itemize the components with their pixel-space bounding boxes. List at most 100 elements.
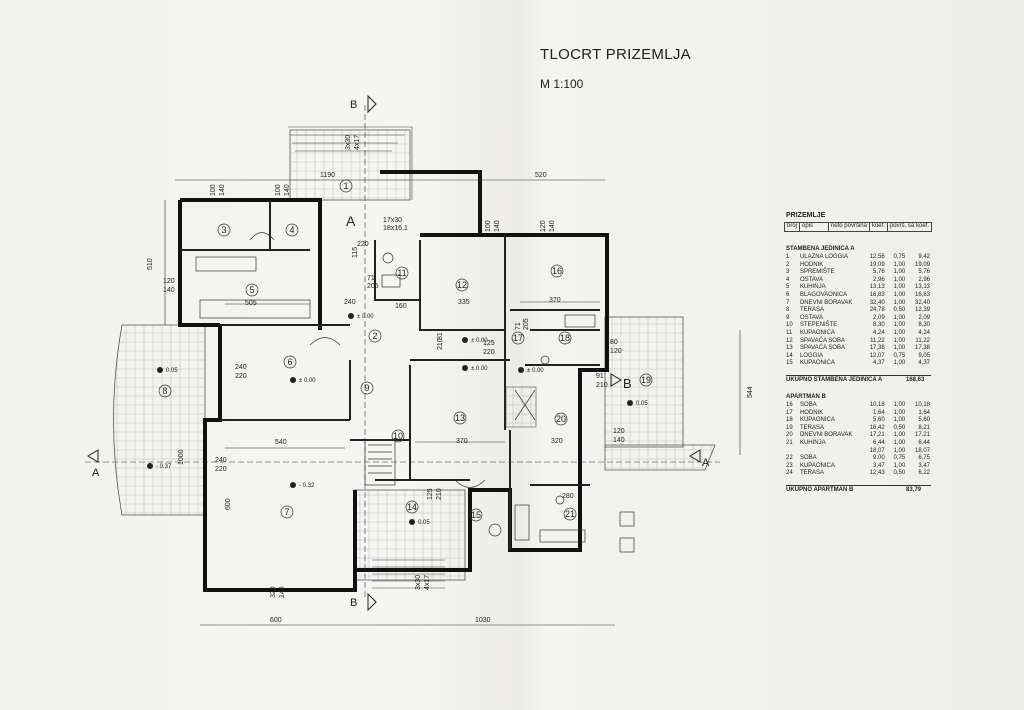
net-area: 4,37 [873, 360, 885, 367]
coefficient: 1,00 [893, 337, 906, 344]
weighted-area: 6,44 [918, 439, 930, 446]
net-area: 16,42 [869, 424, 885, 431]
svg-text:12: 12 [457, 280, 467, 290]
row-number: 13 [786, 345, 793, 352]
svg-text:210: 210 [437, 338, 444, 350]
table-row: 3 SPREMIŠTE 5,76 1,00 5,76 [784, 269, 932, 277]
svg-text:80: 80 [610, 339, 618, 346]
drawing-scale: M 1:100 [540, 77, 584, 91]
svg-text:17x30: 17x30 [383, 217, 402, 224]
room-2: 2 [368, 329, 382, 343]
svg-text:1000: 1000 [178, 449, 185, 465]
svg-text:8: 8 [162, 386, 167, 396]
svg-text:14: 14 [407, 502, 417, 512]
svg-text:16: 16 [552, 266, 562, 276]
net-area: 8,30 [873, 322, 885, 329]
net-area: 19,09 [869, 261, 885, 268]
net-area: 4,24 [873, 329, 885, 336]
svg-text:6: 6 [287, 357, 292, 367]
row-number: 8 [786, 307, 790, 314]
svg-text:120: 120 [613, 428, 625, 435]
weighted-area: 18,07 [914, 447, 930, 454]
svg-text:- 0.37: - 0.37 [156, 464, 172, 470]
svg-text:205: 205 [523, 318, 530, 330]
room-numbers: 1 2 3 4 5 6 7 8 9 10 11 12 13 14 15 16 1… [158, 179, 653, 522]
svg-text:370: 370 [456, 438, 468, 445]
table-heading: PRIZEMLJE [786, 212, 826, 219]
net-area: 5,60 [873, 417, 885, 424]
room-name: KUPAONICA [799, 417, 835, 424]
room-13: 13 [453, 411, 467, 425]
section-label-a-left: A [92, 467, 100, 479]
room-name: LOGGIA [799, 352, 823, 359]
svg-text:- 0.32: - 0.32 [299, 483, 315, 489]
net-area: 6,44 [873, 439, 885, 446]
svg-text:1190: 1190 [320, 172, 335, 179]
svg-text:140: 140 [219, 184, 226, 196]
col-koef: koef. [868, 222, 888, 232]
svg-text:9: 9 [364, 383, 369, 393]
net-area: 10,18 [869, 402, 885, 408]
room-name: SOBA [799, 402, 817, 408]
coefficient: 0,75 [893, 254, 906, 260]
room-name: SOBA [799, 455, 817, 462]
room-16: 16 [550, 264, 564, 278]
svg-text:220: 220 [215, 466, 227, 473]
room-name: SPAVAĆA SOBA [799, 337, 845, 344]
svg-text:335: 335 [458, 299, 470, 306]
weighted-area: 5,76 [918, 269, 930, 276]
coefficient: 1,00 [893, 284, 906, 291]
row-number: 23 [786, 462, 793, 469]
svg-text:120: 120 [610, 348, 622, 355]
row-number: 19 [786, 424, 793, 431]
svg-text:120: 120 [540, 220, 547, 232]
net-area: 5,76 [873, 269, 885, 276]
weighted-area: 13,13 [914, 284, 930, 291]
coefficient: 1,00 [893, 322, 906, 329]
svg-text:10: 10 [393, 431, 403, 441]
row-number: 18 [786, 417, 793, 424]
svg-text:220: 220 [357, 241, 369, 248]
svg-text:240: 240 [235, 364, 247, 371]
svg-text:125: 125 [483, 340, 495, 347]
svg-text:100: 100 [275, 184, 282, 196]
row-number: 3 [786, 269, 790, 276]
room-19: 19 [639, 373, 653, 387]
weighted-area: 4,24 [918, 329, 930, 336]
svg-text:520: 520 [535, 172, 547, 179]
total-rule [786, 375, 931, 376]
row-number: 9 [786, 314, 790, 321]
svg-text:3: 3 [221, 225, 226, 235]
room-name: SPREMIŠTE [799, 269, 835, 276]
room-18: 18 [558, 331, 572, 345]
coefficient: 1,00 [893, 299, 906, 306]
weighted-area: 17,21 [914, 432, 930, 439]
svg-text:5: 5 [249, 285, 254, 295]
coefficient: 1,00 [893, 269, 906, 276]
coefficient: 0,50 [893, 424, 906, 431]
coefficient: 1,00 [893, 447, 906, 454]
coefficient: 1,00 [893, 409, 906, 416]
room-name: KUPAONICA [799, 462, 835, 469]
section-label-a-right: A [702, 457, 710, 469]
weighted-area: 17,38 [914, 345, 930, 352]
svg-text:370: 370 [549, 297, 561, 304]
section-label-a-entry: A [346, 213, 356, 229]
weighted-area: 3,47 [918, 462, 930, 469]
weighted-area: 9,05 [918, 352, 930, 359]
svg-text:± 0.00: ± 0.00 [299, 378, 316, 384]
weighted-area: 32,40 [914, 299, 930, 306]
svg-text:± 0.00: ± 0.00 [471, 338, 488, 344]
